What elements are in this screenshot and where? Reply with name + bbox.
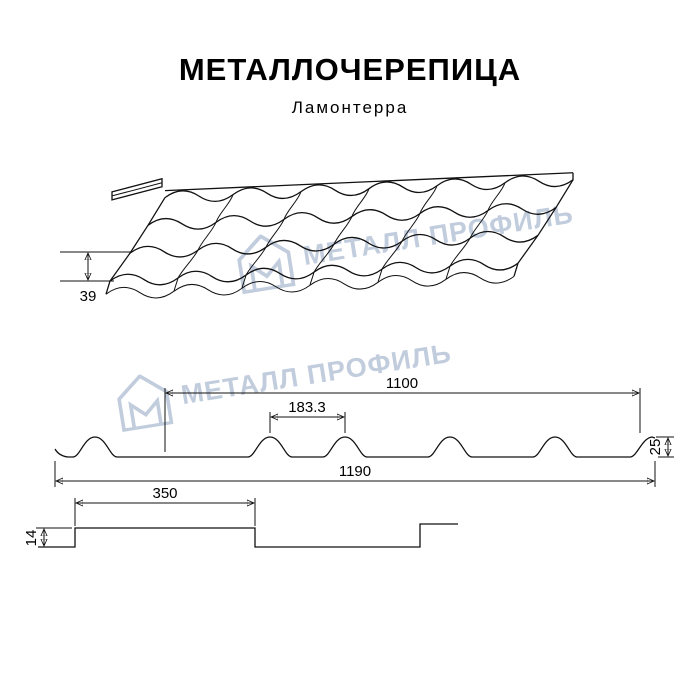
metall-profil-logo	[117, 373, 174, 433]
dim-overlap-length: 350	[74, 485, 256, 526]
page-title: МЕТАЛЛОЧЕРЕПИЦА	[178, 52, 522, 87]
dim-label-roof-step: 39	[80, 288, 97, 305]
overlap-joint-drawing: 350 14	[23, 485, 458, 548]
dim-label-wave-step: 183.3	[288, 399, 326, 416]
dim-label-overlap-height: 14	[23, 530, 40, 547]
dim-label-profile-height: 25	[647, 439, 664, 456]
dim-label-working-width: 1100	[386, 375, 418, 392]
dim-profile-height: 25	[647, 436, 674, 458]
dim-total-width: 1190	[54, 461, 656, 487]
page-subtitle: Ламонтерра	[291, 98, 409, 117]
dim-working-width: 1100	[164, 375, 641, 452]
dim-label-overlap-length: 350	[152, 485, 177, 502]
header: МЕТАЛЛОЧЕРЕПИЦА Ламонтерра	[0, 52, 700, 118]
dim-label-total-width: 1190	[339, 463, 371, 480]
dim-overlap-height: 14	[23, 527, 72, 547]
dim-roof-step: 39	[60, 251, 132, 305]
roof-perspective-drawing: 39	[60, 172, 574, 305]
dim-wave-step: 183.3	[269, 399, 346, 433]
watermark-bottom: МЕТАЛЛ ПРОФИЛЬ	[114, 326, 456, 433]
profile-cross-section: 1100 183.3 25 1190	[54, 375, 674, 487]
